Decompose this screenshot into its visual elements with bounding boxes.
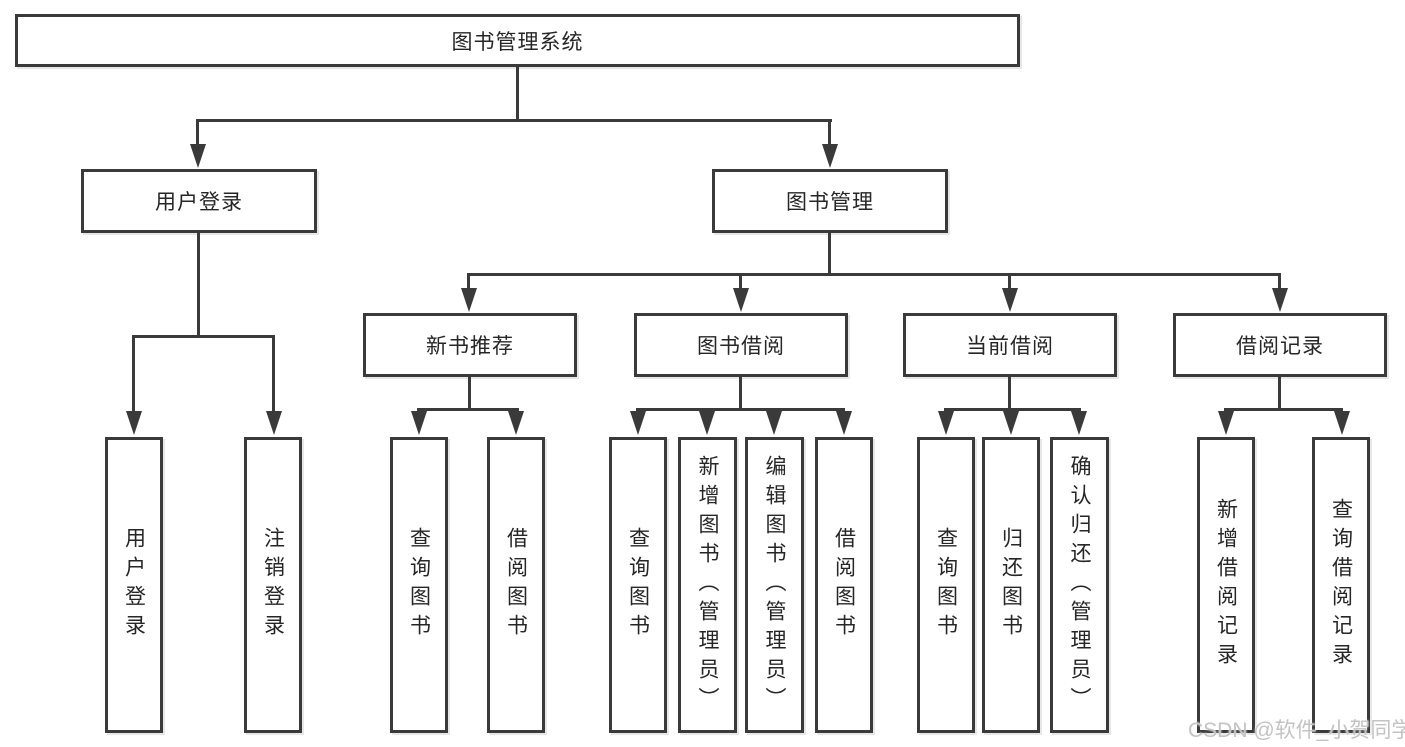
node-new-book-recommendation: 新书推荐 bbox=[363, 313, 577, 377]
connector-drop bbox=[467, 273, 470, 291]
node-br-add-record: 新增借阅记录 bbox=[1197, 437, 1255, 733]
arrowhead-down bbox=[1071, 411, 1087, 435]
arrowhead-down bbox=[1218, 411, 1234, 435]
node-bb-add-books-admin: 新增图书（管理员） bbox=[678, 437, 737, 733]
arrowhead-down bbox=[126, 411, 142, 435]
node-book-borrowing: 图书借阅 bbox=[634, 313, 848, 377]
arrowhead-down bbox=[1003, 411, 1019, 435]
arrowhead-down bbox=[1002, 288, 1018, 312]
connector-drop bbox=[1278, 273, 1281, 291]
arrowhead-down bbox=[266, 411, 282, 435]
node-nbr-query-books: 查询图书 bbox=[390, 437, 448, 733]
connector-rail bbox=[1224, 408, 1343, 411]
arrowhead-down bbox=[630, 411, 646, 435]
connector-drop bbox=[828, 119, 831, 149]
connector-stem bbox=[1008, 377, 1011, 411]
connector-stem bbox=[1278, 377, 1281, 411]
node-nbr-borrow-books: 借阅图书 bbox=[487, 437, 545, 733]
arrowhead-down bbox=[508, 411, 524, 435]
arrowhead-down bbox=[938, 411, 954, 435]
arrowhead-down bbox=[766, 411, 782, 435]
arrowhead-down bbox=[1272, 288, 1288, 312]
node-book-management: 图书管理 bbox=[712, 169, 948, 233]
node-cb-return-books: 归还图书 bbox=[982, 437, 1040, 733]
arrowhead-down bbox=[190, 144, 206, 168]
node-br-query-record: 查询借阅记录 bbox=[1312, 437, 1370, 733]
arrowhead-down bbox=[699, 411, 715, 435]
node-user-login-branch: 用户登录 bbox=[81, 169, 317, 233]
connector-book-mgmt-stem bbox=[828, 233, 831, 276]
node-cb-confirm-return-admin: 确认归还（管理员） bbox=[1050, 437, 1109, 733]
connector-user-login-stem bbox=[197, 233, 200, 338]
connector-level2-rail bbox=[467, 273, 1281, 276]
node-bb-edit-books-admin: 编辑图书（管理员） bbox=[745, 437, 804, 733]
connector-drop bbox=[1008, 273, 1011, 291]
arrowhead-down bbox=[461, 288, 477, 312]
connector-stem bbox=[739, 377, 742, 411]
node-cb-query-books: 查询图书 bbox=[917, 437, 975, 733]
connector-drop bbox=[739, 273, 742, 291]
csdn-watermark: CSDN @软件_小贺同学 bbox=[1188, 719, 1405, 742]
connector-user-login-rail bbox=[132, 335, 275, 338]
connector-rail bbox=[944, 408, 1081, 411]
node-borrowing-records: 借阅记录 bbox=[1173, 313, 1387, 377]
node-bb-borrow-books: 借阅图书 bbox=[815, 437, 873, 733]
connector-stem bbox=[468, 377, 471, 411]
node-user-login: 用户登录 bbox=[105, 437, 163, 733]
connector-rail bbox=[636, 408, 845, 411]
node-logout: 注销登录 bbox=[244, 437, 302, 733]
node-library-management-system: 图书管理系统 bbox=[15, 14, 1020, 67]
connector-drop bbox=[132, 335, 135, 414]
arrowhead-down bbox=[411, 411, 427, 435]
arrowhead-down bbox=[733, 288, 749, 312]
connector-level1-rail bbox=[196, 119, 832, 122]
connector-drop bbox=[272, 335, 275, 414]
node-bb-query-books: 查询图书 bbox=[609, 437, 667, 733]
arrowhead-down bbox=[1334, 411, 1350, 435]
connector-drop bbox=[196, 119, 199, 149]
arrowhead-down bbox=[822, 144, 838, 168]
connector-rail bbox=[417, 408, 519, 411]
arrowhead-down bbox=[836, 411, 852, 435]
node-current-borrowing: 当前借阅 bbox=[903, 313, 1117, 377]
connector-root-stem bbox=[516, 66, 519, 122]
